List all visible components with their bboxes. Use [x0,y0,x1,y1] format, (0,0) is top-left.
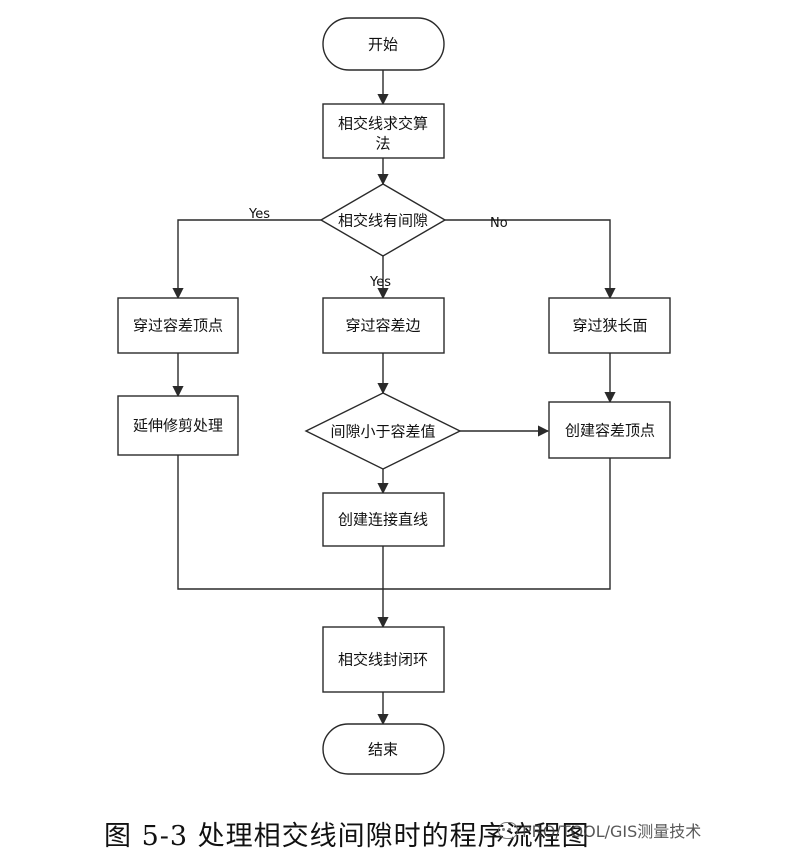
edge-label-yes-left: Yes [248,207,270,222]
node-through-vertex-label: 穿过容差顶点 [133,317,223,335]
node-gap-small-label: 间隙小于容差值 [330,423,435,441]
node-create-line-label: 创建连接直线 [338,511,428,529]
edge-label-yes-down: Yes [369,275,391,290]
node-create-vertex: 创建容差顶点 [548,401,671,459]
wechat-icon [498,821,518,839]
node-extend-trim: 延伸修剪处理 [117,395,239,456]
figure-caption: 图 5-3 处理相交线间隙时的程序流程图 [0,808,807,858]
node-extend-trim-label: 延伸修剪处理 [133,417,223,435]
node-through-edge-label: 穿过容差边 [345,317,420,335]
watermark-text: PRO/TOOL/GIS测量技术 [522,822,702,841]
edges [172,70,616,726]
node-start: 开始 [322,17,445,71]
node-gap-small: 间隙小于容差值 [304,392,462,470]
watermark: PRO/TOOL/GIS测量技术 [498,818,701,842]
node-closed-ring: 相交线封闭环 [322,626,445,693]
node-algorithm-label-line1: 相交线求交算 [338,115,428,133]
node-gap-check-label: 相交线有间隙 [338,212,428,230]
node-closed-ring-label: 相交线封闭环 [338,651,428,669]
node-gap-check: 相交线有间隙 [319,183,447,257]
edge-create-vertex-merge [383,458,611,590]
edge-gap-check-to-through-vertex [172,219,321,300]
node-through-narrow-label: 穿过狭长面 [572,317,647,335]
node-create-line: 创建连接直线 [322,492,445,547]
node-end: 结束 [322,723,445,775]
node-through-edge: 穿过容差边 [322,297,445,354]
node-through-vertex: 穿过容差顶点 [117,297,239,354]
edge-extend-trim-merge [177,455,383,590]
node-through-narrow: 穿过狭长面 [548,297,671,354]
node-start-label: 开始 [368,36,398,54]
edge-label-no-right: No [490,216,508,231]
edge-gap-check-to-through-narrow [445,219,616,300]
node-algorithm-label-line2: 法 [375,135,390,153]
node-create-vertex-label: 创建容差顶点 [565,422,655,440]
node-end-label: 结束 [368,741,398,759]
node-algorithm: 相交线求交算 法 [322,103,445,159]
figure-caption-text: 图 5-3 处理相交线间隙时的程序流程图 [104,821,590,852]
